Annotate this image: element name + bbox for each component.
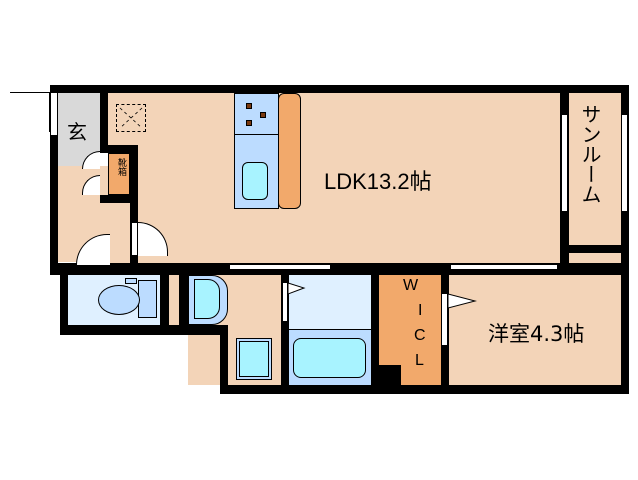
- western-room-label: 洋室4.3帖: [488, 322, 585, 346]
- wall-bath-left: [281, 275, 289, 385]
- sunroom-window-left[interactable]: [561, 114, 568, 212]
- door-swing-icon: [448, 293, 477, 309]
- wall-toilet-right: [160, 275, 169, 325]
- sunroom-floor: [569, 93, 621, 245]
- western-room-floor: [449, 275, 621, 385]
- sunroom-label: サンルーム: [578, 104, 602, 204]
- kitchen-sink: [242, 162, 268, 200]
- burner-icon: [246, 120, 252, 126]
- wall-sunroom-bottom: [569, 245, 621, 253]
- wall-top: [50, 85, 629, 93]
- shoe-box-label: 靴箱: [116, 158, 126, 176]
- wic-label-l: L: [415, 352, 424, 369]
- corridor-floor: [169, 275, 179, 325]
- toilet-bowl-icon: [98, 285, 140, 315]
- sunroom-lower-floor: [569, 253, 621, 265]
- ldk-door-leaf: [131, 222, 138, 256]
- stove: [234, 93, 279, 135]
- shoe-box: [108, 153, 130, 195]
- wic-label-c: C: [414, 327, 426, 344]
- wic-label-i: I: [418, 302, 423, 319]
- sunroom-window-right[interactable]: [621, 114, 628, 212]
- entrance-label: 玄: [67, 120, 87, 144]
- wall-wash-left: [220, 325, 228, 394]
- bath-door[interactable]: [282, 282, 288, 322]
- washing-machine-inner: [239, 341, 269, 377]
- ceiling-hatch: [116, 104, 146, 132]
- sliding-door-western[interactable]: [451, 264, 557, 270]
- bathtub-basin: [293, 338, 366, 378]
- wall-shoebox-right: [130, 145, 138, 263]
- ldk-floor: [108, 93, 560, 263]
- wall-shoebox-bottom: [100, 195, 138, 203]
- toilet-tank-lid: [125, 278, 137, 284]
- wall-shoebox-frame: [100, 145, 138, 153]
- wall-left: [50, 85, 58, 271]
- wall-corridor-right: [179, 275, 188, 325]
- sliding-door-washroom[interactable]: [230, 264, 330, 270]
- wall-toilet-left: [60, 263, 68, 335]
- wall-bottom: [220, 385, 629, 394]
- burner-icon: [246, 103, 252, 109]
- wall-toilet-bottom: [60, 325, 228, 335]
- wall-entrance-divider: [100, 93, 108, 151]
- wall-wic-notch: [379, 365, 401, 385]
- toilet-tank: [138, 280, 157, 318]
- burner-icon: [260, 112, 266, 118]
- wall-right: [621, 85, 629, 394]
- entrance-door[interactable]: [10, 92, 50, 132]
- wall-wic-left: [371, 275, 379, 385]
- wic-label-w: W: [403, 277, 419, 294]
- wic-door[interactable]: [441, 293, 448, 346]
- ldk-label: LDK13.2帖: [324, 169, 432, 194]
- vanity-basin: [194, 279, 220, 319]
- door-swing-icon: [288, 282, 306, 295]
- entrance-door-leaf: [50, 92, 58, 136]
- kitchen-backsplash: [278, 93, 301, 209]
- ceiling-hatch-cross-icon: [119, 107, 143, 129]
